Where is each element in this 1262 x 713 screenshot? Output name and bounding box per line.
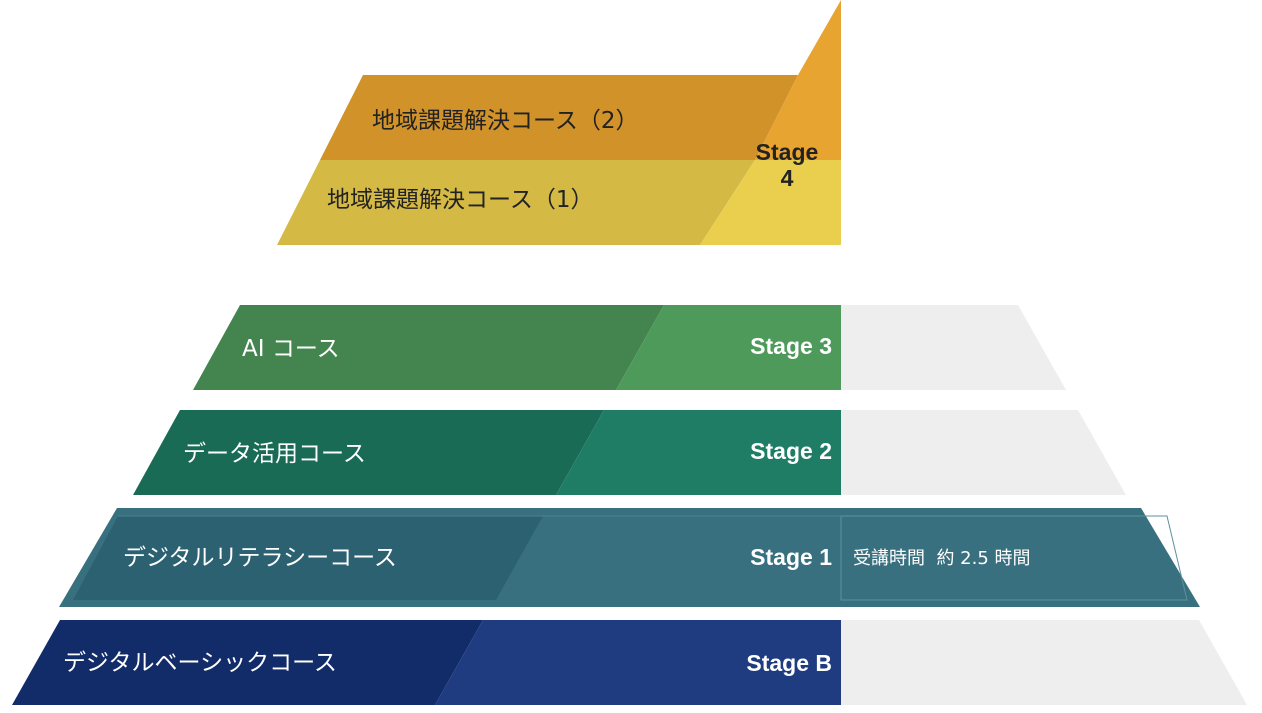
stage4-label: Stage 4	[742, 139, 832, 191]
stageB-band[interactable]	[12, 620, 483, 705]
course-label-data: データ活用コース	[183, 441, 366, 467]
stage1-duration: 受講時間 約 2.5 時間	[853, 548, 1031, 569]
stage4-course1-band[interactable]	[277, 160, 755, 245]
stage3-band[interactable]	[193, 305, 664, 390]
stage4-course1-accent	[700, 160, 841, 245]
stage4-peak	[798, 0, 841, 75]
stage3-label: Stage 3	[750, 333, 832, 359]
course-label-regional-1: 地域課題解決コース（1）	[327, 187, 594, 213]
stage1-band	[73, 516, 543, 600]
stage4-course2-band[interactable]	[320, 75, 798, 160]
stageB-label: Stage B	[746, 650, 832, 676]
stageB-placeholder	[841, 620, 1247, 705]
stage2-band[interactable]	[133, 410, 604, 495]
stage2-placeholder	[841, 410, 1126, 495]
stage4-label-number: 4	[780, 165, 794, 191]
stage3-accent	[616, 305, 841, 390]
course-label-literacy: デジタルリテラシーコース	[123, 545, 397, 571]
stageB-accent	[435, 620, 841, 705]
stage2-accent	[556, 410, 841, 495]
course-label-ai: AI コース	[242, 336, 340, 362]
stage2-label: Stage 2	[750, 438, 832, 464]
stage3-placeholder	[841, 305, 1066, 390]
course-label-regional-2: 地域課題解決コース（2）	[372, 108, 639, 134]
stage1-label: Stage 1	[750, 544, 832, 570]
stage4-label-text: Stage	[755, 139, 819, 165]
course-label-basic: デジタルベーシックコース	[63, 650, 337, 676]
stage4-course2-accent	[755, 75, 841, 160]
stage1-detail-frame	[840, 515, 1188, 601]
